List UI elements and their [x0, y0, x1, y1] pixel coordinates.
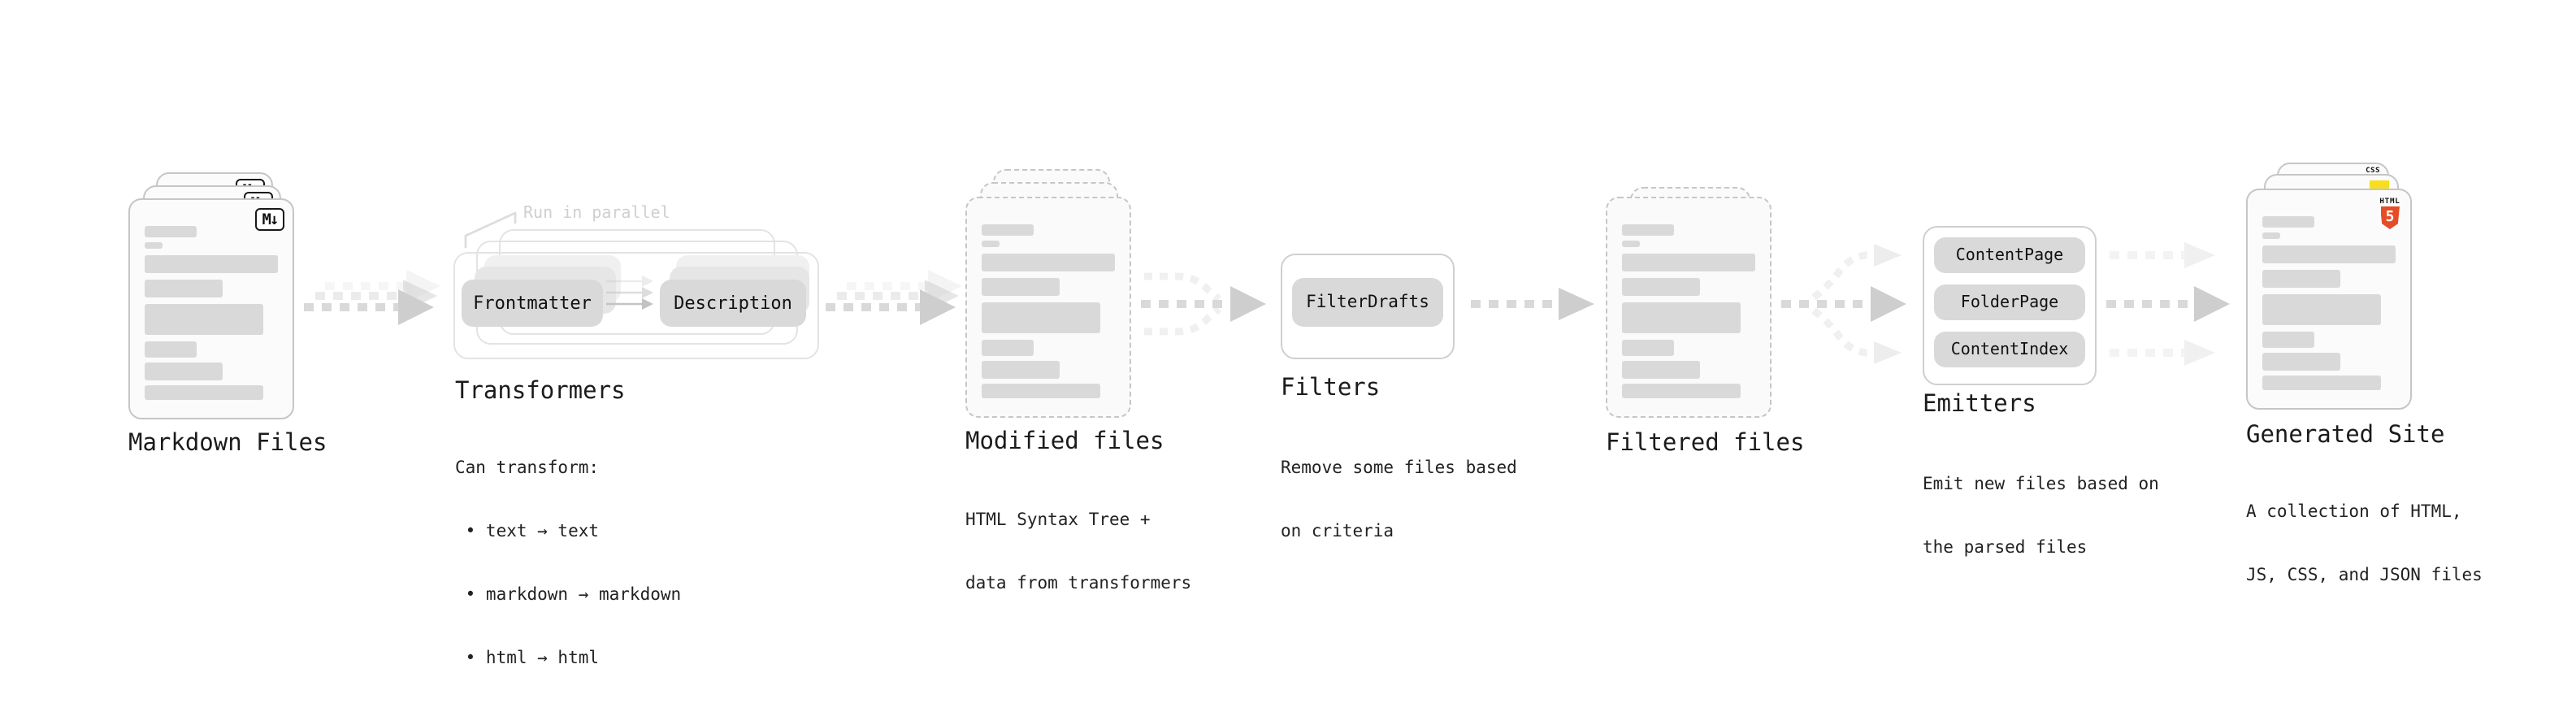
filtered-file-card-front — [1606, 197, 1772, 418]
doc-placeholder-bar — [1622, 241, 1640, 246]
run-in-parallel-annotation: Run in parallel — [523, 205, 670, 223]
doc-placeholder-bar — [982, 254, 1115, 271]
doc-placeholder-bar — [145, 242, 163, 248]
doc-placeholder-bar — [2262, 270, 2340, 288]
pipeline-diagram: M↓ M↓ M↓ Markdown Files Run in parallel … — [128, 163, 2483, 668]
flow-arrow-markdown-to-transformers — [304, 270, 440, 325]
doc-placeholder-bar — [1622, 384, 1741, 398]
pill-label: ContentPage — [1955, 246, 2064, 264]
emitter-pill-contentindex: ContentIndex — [1934, 332, 2085, 367]
stage-title-emitters: Emitters — [1923, 392, 2036, 418]
doc-placeholder-bar — [982, 384, 1100, 398]
doc-placeholder-bar — [145, 363, 223, 380]
doc-placeholder-bar — [982, 361, 1060, 379]
description-line: JS, CSS, and JSON files — [2246, 566, 2483, 585]
doc-placeholder-bar — [1622, 278, 1700, 296]
markdown-file-card-front: M↓ — [128, 198, 294, 419]
emitters-description: Emit new files based on the parsed files — [1923, 432, 2159, 601]
description-line: the parsed files — [1923, 538, 2088, 558]
doc-placeholder-bar — [1622, 340, 1674, 356]
description-line: Can transform: — [455, 458, 600, 478]
modified-files-description: HTML Syntax Tree + data from transformer… — [965, 468, 1191, 637]
generated-site-description: A collection of HTML, JS, CSS, and JSON … — [2246, 460, 2483, 629]
description-line: • html → html — [455, 649, 600, 668]
doc-placeholder-bar — [145, 255, 278, 273]
description-line: A collection of HTML, — [2246, 502, 2462, 522]
markdown-icon: M↓ — [255, 208, 284, 231]
flow-arrows-emitters-to-generated — [2106, 242, 2230, 366]
doc-placeholder-bar — [1622, 254, 1755, 271]
emitter-pill-folderpage: FolderPage — [1934, 284, 2085, 320]
filters-panel — [1281, 254, 1455, 359]
doc-placeholder-bar — [982, 241, 1000, 246]
stage-title-filters: Filters — [1281, 376, 1381, 402]
doc-placeholder-bar — [2262, 232, 2280, 238]
flow-arrow-transformers-to-modified — [826, 270, 962, 325]
doc-placeholder-bar — [982, 340, 1034, 356]
html5-logo: HTML 5 — [2379, 198, 2400, 229]
flow-arrow-diverge-filtered-to-emitters — [1781, 244, 1906, 364]
stage-title-filtered-files: Filtered files — [1606, 431, 1805, 457]
doc-placeholder-bar — [1622, 302, 1741, 332]
stage-title-markdown-files: Markdown Files — [128, 431, 327, 457]
doc-placeholder-bar — [2262, 294, 2381, 324]
transformer-pill-frontmatter: Frontmatter — [462, 280, 603, 327]
modified-file-card-front — [965, 197, 1131, 418]
description-line: • text → text — [455, 522, 600, 541]
transformers-panel-front — [453, 252, 819, 359]
doc-placeholder-bar — [145, 385, 263, 400]
description-line: data from transformers — [965, 574, 1192, 593]
pill-label: FolderPage — [1960, 293, 2059, 311]
generated-file-card-front-html: HTML 5 — [2246, 189, 2412, 410]
stage-title-transformers: Transformers — [455, 379, 626, 405]
emitters-panel — [1923, 226, 2097, 385]
description-line: • markdown → markdown — [455, 585, 682, 605]
doc-placeholder-bar — [982, 278, 1060, 296]
doc-placeholder-bar — [2262, 353, 2340, 371]
pill-label: FilterDrafts — [1306, 293, 1429, 312]
pill-label: Frontmatter — [473, 293, 592, 314]
flow-arrow-merge-modified-to-filters — [1141, 272, 1266, 336]
doc-placeholder-bar — [982, 302, 1100, 332]
stage-title-modified-files: Modified files — [965, 429, 1164, 455]
doc-placeholder-bar — [982, 224, 1034, 236]
doc-placeholder-bar — [1622, 224, 1674, 236]
filters-description: Remove some files based on criteria — [1281, 416, 1517, 585]
html5-shield-number: 5 — [2385, 210, 2395, 226]
description-line: Remove some files based — [1281, 458, 1517, 478]
doc-placeholder-bar — [2262, 216, 2314, 228]
annotation-leader-line — [464, 211, 517, 249]
description-line: Emit new files based on — [1923, 475, 2159, 494]
pill-label: Description — [674, 293, 792, 314]
html5-logo-label: HTML — [2379, 198, 2400, 206]
description-line: on criteria — [1281, 522, 1394, 541]
transformers-description: Can transform: • text → text • markdown … — [455, 416, 681, 712]
description-line: HTML Syntax Tree + — [965, 510, 1151, 530]
markdown-icon-label: M↓ — [262, 211, 280, 228]
doc-placeholder-bar — [2262, 245, 2396, 263]
doc-placeholder-bar — [2262, 332, 2314, 348]
doc-placeholder-bar — [2262, 376, 2381, 390]
stage-title-generated-site: Generated Site — [2246, 423, 2445, 449]
doc-placeholder-bar — [1622, 361, 1700, 379]
doc-placeholder-bar — [145, 280, 223, 297]
doc-placeholder-bar — [145, 304, 263, 334]
transformer-pill-description: Description — [660, 280, 806, 327]
pill-label: ContentIndex — [1950, 341, 2069, 358]
css-badge-label: CSS — [2366, 167, 2380, 176]
filter-pill-filterdrafts: FilterDrafts — [1292, 278, 1443, 327]
doc-placeholder-bar — [145, 226, 197, 237]
doc-placeholder-bar — [145, 341, 197, 358]
transformer-inner-arrows — [606, 276, 653, 310]
emitter-pill-contentpage: ContentPage — [1934, 237, 2085, 273]
flow-arrow-filters-to-filtered — [1471, 288, 1594, 320]
html5-shield: 5 — [2380, 206, 2400, 229]
